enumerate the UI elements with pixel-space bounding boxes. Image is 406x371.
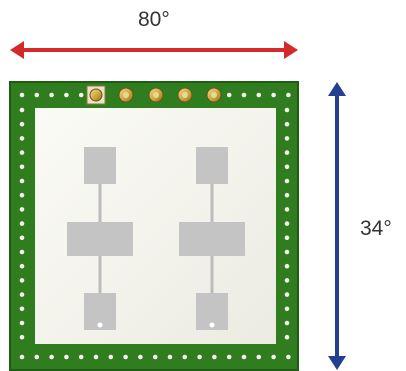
via-hole-icon [284,320,290,326]
via-hole-icon [64,92,69,98]
patch-middle-left [67,222,133,256]
via-holes [19,92,291,360]
vertical-beamwidth-label: 34° [360,217,392,240]
via-hole-icon [284,150,290,155]
via-hole-icon [284,221,290,226]
connector-pin-icon [153,92,159,98]
via-hole-icon [19,136,25,141]
via-hole-icon [19,121,25,127]
via-hole-icon [19,320,25,326]
via-hole-icon [271,354,276,360]
via-hole-icon [49,92,54,98]
via-hole-icon [19,354,25,360]
via-hole-icon [97,322,103,328]
via-hole-icon [284,306,290,312]
via-hole-icon [284,249,290,255]
via-hole-icon [212,354,217,360]
via-hole-icon [241,354,247,360]
via-hole-icon [19,192,25,198]
via-hole-icon [19,92,25,98]
via-hole-icon [19,107,25,113]
via-hole-icon [64,354,69,360]
via-hole-icon [271,92,276,98]
via-hole-icon [284,263,290,269]
via-hole-icon [284,164,290,170]
via-hole-icon [209,322,215,328]
via-hole-icon [19,178,25,184]
via-hole-icon [49,354,54,360]
via-hole-icon [34,92,40,98]
via-hole-icon [93,354,99,360]
via-hole-icon [19,235,25,241]
via-hole-icon [167,354,173,360]
connector-pin-icon [182,92,188,98]
via-hole-icon [286,354,291,360]
via-hole-icon [284,178,290,184]
patch-top-left [84,147,116,184]
via-hole-icon [19,306,25,312]
via-hole-icon [284,334,290,340]
via-hole-icon [19,207,25,212]
via-hole-icon [19,278,25,283]
connector-pin-icon [89,88,103,102]
via-hole-icon [197,354,202,360]
via-hole-icon [241,92,247,98]
via-hole-icon [284,207,290,212]
patch-top-right [196,147,228,184]
horizontal-beamwidth-label: 80° [138,8,170,31]
via-hole-icon [226,92,232,98]
via-hole-icon [19,221,25,226]
patch-middle-right [179,222,245,256]
via-hole-icon [19,249,25,255]
via-hole-icon [284,107,290,113]
via-hole-icon [19,150,25,155]
vertical-arrow [328,82,346,370]
via-hole-icon [152,354,158,360]
patch-array-right [179,147,245,330]
via-hole-icon [284,235,290,241]
via-hole-icon [19,334,25,340]
pcb-board [9,81,299,371]
via-hole-icon [256,354,262,360]
via-hole-icon [123,354,128,360]
via-hole-icon [78,92,84,98]
patch-array-left [67,147,133,330]
connector-pin-icon [211,92,217,98]
via-hole-icon [284,136,290,141]
horizontal-arrow [10,41,298,59]
via-hole-icon [284,292,290,297]
connector-row [86,85,222,105]
via-hole-icon [256,92,262,98]
via-hole-icon [284,121,290,127]
via-hole-icon [182,354,188,360]
via-hole-icon [108,354,114,360]
via-hole-icon [19,263,25,269]
via-hole-icon [284,192,290,198]
via-hole-icon [286,92,291,98]
via-hole-icon [138,354,143,360]
via-hole-icon [78,354,84,360]
via-hole-icon [284,278,290,283]
connector-pin-icon [123,92,129,98]
via-hole-icon [226,354,232,360]
via-hole-icon [19,164,25,170]
via-hole-icon [34,354,40,360]
via-hole-icon [19,292,25,297]
